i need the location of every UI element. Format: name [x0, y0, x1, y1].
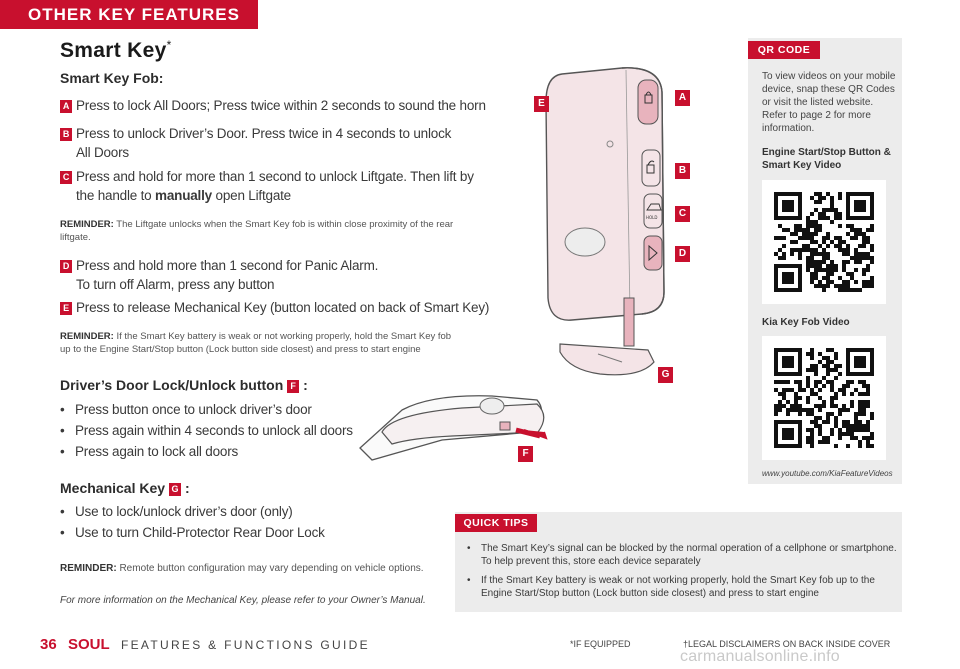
mech-heading: Mechanical Key G: — [60, 480, 190, 496]
diagram-label-b: B — [675, 163, 690, 179]
badge-d: D — [60, 260, 72, 273]
diagram-label-e: E — [534, 96, 549, 112]
qr-code-image — [774, 348, 874, 448]
page-title: Smart Key* — [60, 38, 172, 62]
qr-code-image — [774, 192, 874, 292]
reminder-config: REMINDER: Remote button configuration ma… — [60, 563, 424, 574]
mech-bullet: •Use to lock/unlock driver’s door (only) — [60, 504, 293, 519]
door-handle-illustration — [359, 395, 548, 461]
section-header-bar — [0, 0, 258, 29]
diagram-label-g: G — [658, 367, 673, 383]
qr-code-engine-start[interactable] — [762, 180, 886, 304]
quick-tip-item: •The Smart Key’s signal can be blocked b… — [467, 543, 897, 567]
model-name: SOUL — [68, 636, 110, 653]
reminder-liftgate: REMINDER: The Liftgate unlocks when the … — [60, 219, 454, 243]
qr-code-tab: QR CODE — [748, 41, 820, 59]
diagram-label-c: C — [675, 206, 690, 222]
door-bullet: •Press again to lock all doors — [60, 444, 239, 459]
if-equipped-note: *IF EQUIPPED — [570, 639, 631, 649]
fob-heading: Smart Key Fob: — [60, 70, 164, 86]
owner-manual-note: For more information on the Mechanical K… — [60, 595, 426, 606]
reminder-battery: REMINDER: If the Smart Key battery is we… — [60, 331, 452, 355]
guide-title: FEATURES & FUNCTIONS GUIDE — [121, 638, 370, 652]
section-header: OTHER KEY FEATURES — [28, 5, 240, 24]
badge-b: B — [60, 128, 72, 141]
badge-g: G — [168, 483, 181, 496]
quick-tip-item: •If the Smart Key battery is weak or not… — [467, 575, 875, 599]
legal-disclaimer-note: †LEGAL DISCLAIMERS ON BACK INSIDE COVER — [683, 639, 891, 649]
badge-f: F — [287, 380, 300, 393]
smart-key-illustration: HOLD — [545, 67, 665, 376]
qr-code-key-fob[interactable] — [762, 336, 886, 460]
badge-e: E — [60, 302, 72, 315]
badge-a: A — [60, 100, 72, 113]
diagram-label-f: F — [518, 446, 533, 462]
badge-c: C — [60, 171, 72, 184]
hold-text: HOLD — [646, 215, 657, 220]
door-bullet: •Press again within 4 seconds to unlock … — [60, 423, 353, 438]
qr-label-key-fob: Kia Key Fob Video — [762, 317, 850, 328]
page-number: 36 — [40, 636, 57, 653]
quick-tips-tab: QUICK TIPS — [455, 514, 537, 532]
diagram-label-a: A — [675, 90, 690, 106]
qr-label-engine-start: Engine Start/Stop Button & Smart Key Vid… — [762, 147, 891, 171]
door-heading: Driver’s Door Lock/Unlock button F: — [60, 377, 308, 393]
qr-intro-text: To view videos on your mobile device, sn… — [762, 71, 896, 134]
video-url-link[interactable]: www.youtube.com/KiaFeatureVideos — [762, 469, 893, 478]
door-bullet: •Press button once to unlock driver’s do… — [60, 402, 312, 417]
diagram-label-d: D — [675, 246, 690, 262]
watermark: carmanualsonline.info — [680, 648, 840, 665]
mech-bullet: •Use to turn Child-Protector Rear Door L… — [60, 525, 325, 540]
